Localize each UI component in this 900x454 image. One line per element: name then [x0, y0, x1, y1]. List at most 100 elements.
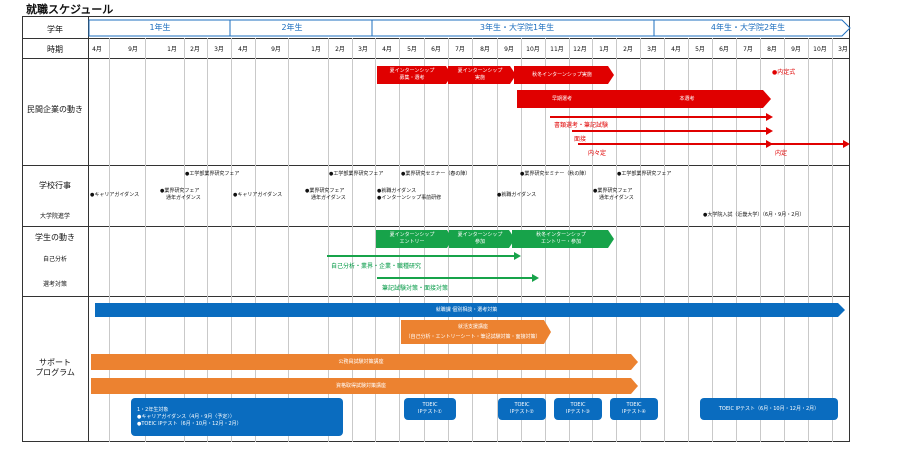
job-course-title: 就活支援講座 — [457, 323, 488, 330]
job-consult-arrow — [95, 303, 845, 317]
civil-service-label: 公務員試験対策講座 — [338, 358, 384, 365]
month-label: 3月 — [647, 46, 657, 53]
row-divider — [22, 296, 850, 297]
month-label: 9月 — [271, 46, 281, 53]
row-label-year: 学年 — [47, 25, 63, 34]
year12-program-item: ●キャリアガイダンス（4月・9月〈予定〉） — [137, 413, 235, 420]
year-arrow-4 — [653, 19, 851, 37]
month-gridline — [145, 38, 146, 442]
row-divider — [22, 38, 850, 39]
school-event: ●就職ガイダンス — [377, 188, 417, 194]
month-label: 7月 — [455, 46, 465, 53]
school-event: ●工学部業界研究フェア — [329, 171, 384, 177]
toeic-test-2: TOEIC IPテスト② — [498, 398, 546, 420]
school-event: ●業界研究フェア — [593, 188, 633, 194]
docs-exam-label: 書類選考・筆記試験 — [554, 122, 609, 129]
month-label: 2月 — [190, 46, 200, 53]
month-label: 5月 — [407, 46, 417, 53]
school-event: ●キャリアガイダンス — [233, 192, 283, 198]
month-gridline — [375, 38, 376, 442]
intern-summer-label: 夏インターンシップ 実施 — [457, 68, 503, 81]
tentative-offer-label: 内々定 — [588, 150, 607, 157]
toeic-test-4: TOEIC IPテスト④ — [610, 398, 658, 420]
school-event: 通年ガイダンス — [166, 195, 201, 201]
toeic-test-5: TOEIC IPテスト（6月・10月・12月・2月） — [700, 398, 838, 420]
year-arrow-2 — [229, 19, 381, 37]
school-event: ●大学院入試（近畿大学）（6月・9月・2月） — [703, 212, 805, 218]
intern-autumn-label: 秋冬インターンシップ実施 — [532, 71, 592, 78]
month-gridline — [231, 38, 232, 442]
entry-summer-box — [376, 230, 453, 248]
month-gridline — [616, 38, 617, 442]
row-label-student: 学生の動き — [35, 233, 75, 242]
year-label-1: 1年生 — [149, 23, 171, 32]
job-consult-label: 就職課 個別相談・選考対策 — [435, 306, 498, 313]
entry-autumn-box — [512, 230, 614, 248]
entry-autumn-label: 秋冬インターンシップ エントリー・参加 — [536, 232, 586, 245]
month-label: 9月 — [791, 46, 801, 53]
intern-autumn-box — [514, 66, 614, 84]
row-label-school: 学校行事 — [39, 181, 71, 190]
month-label: 8月 — [480, 46, 490, 53]
self-research-label: 自己分析・業界・企業・職種研究 — [331, 263, 422, 270]
month-gridline — [255, 38, 256, 442]
exam-interview-label: 筆記試験対策・面接対策 — [382, 285, 449, 292]
month-label: 9月 — [504, 46, 514, 53]
month-label: 9月 — [128, 46, 138, 53]
month-label: 7月 — [743, 46, 753, 53]
year-label-3: 3年生・大学院1年生 — [479, 23, 555, 32]
school-event: ●業界研究フェア — [160, 188, 200, 194]
month-label: 4月 — [238, 46, 248, 53]
school-event: ●インターンシップ事前研修 — [377, 195, 442, 201]
month-label: 5月 — [695, 46, 705, 53]
year-arrows — [88, 19, 851, 37]
month-gridline — [736, 38, 737, 442]
month-label: 12月 — [573, 46, 587, 53]
civil-service-arrow — [91, 354, 638, 370]
row-label-company: 民間企業の動き — [27, 105, 83, 114]
month-label: 2月 — [335, 46, 345, 53]
schedule-table — [22, 16, 850, 442]
month-label: 1月 — [599, 46, 609, 53]
intern-summer-box — [448, 66, 516, 84]
year12-program-box: 1・2年生対象 ●キャリアガイダンス（4月・9月〈予定〉） ●TOEIC IPテ… — [131, 398, 343, 436]
month-label: 3月 — [358, 46, 368, 53]
month-gridline — [184, 38, 185, 442]
month-gridline — [640, 38, 641, 442]
intern-summer-apply-box — [377, 66, 452, 84]
row-label-grad-school: 大学院進学 — [39, 213, 70, 220]
year-label-2: 2年生 — [281, 23, 303, 32]
row-label-period: 時期 — [47, 45, 63, 54]
toeic-test-3: TOEIC IPテスト③ — [554, 398, 602, 420]
month-gridline — [760, 38, 761, 442]
month-label: 3月 — [214, 46, 224, 53]
join-summer-label: 夏インターンシップ 参加 — [457, 232, 503, 245]
school-event: ●キャリアガイダンス — [90, 192, 140, 198]
row-label-support: サポート プログラム — [35, 358, 75, 377]
row-label-self-analysis: 自己分析 — [42, 256, 67, 263]
month-label: 4月 — [671, 46, 681, 53]
school-event: 通年ガイダンス — [599, 195, 634, 201]
year12-program-title: 1・2年生対象 — [137, 406, 169, 413]
month-label: 8月 — [767, 46, 777, 53]
month-label: 3月 — [838, 46, 848, 53]
month-label: 6月 — [431, 46, 441, 53]
month-label: 4月 — [92, 46, 102, 53]
month-label: 10月 — [526, 46, 540, 53]
month-label: 11月 — [550, 46, 564, 53]
school-event: ●業界研究セミナー（春の陣） — [401, 171, 471, 177]
school-event: ●工学部業界研究フェア — [617, 171, 672, 177]
qualification-label: 資格取得試験対策講座 — [335, 382, 386, 389]
month-label: 1月 — [167, 46, 177, 53]
month-gridline — [832, 38, 833, 442]
month-label: 4月 — [382, 46, 392, 53]
school-event: ●工学部業界研究フェア — [185, 171, 240, 177]
row-divider — [22, 226, 850, 227]
column-divider — [88, 16, 89, 442]
naiteishiki-label: ●内定式 — [772, 69, 796, 76]
month-label: 6月 — [719, 46, 729, 53]
month-gridline — [109, 38, 110, 442]
month-gridline — [352, 38, 353, 442]
month-gridline — [712, 38, 713, 442]
